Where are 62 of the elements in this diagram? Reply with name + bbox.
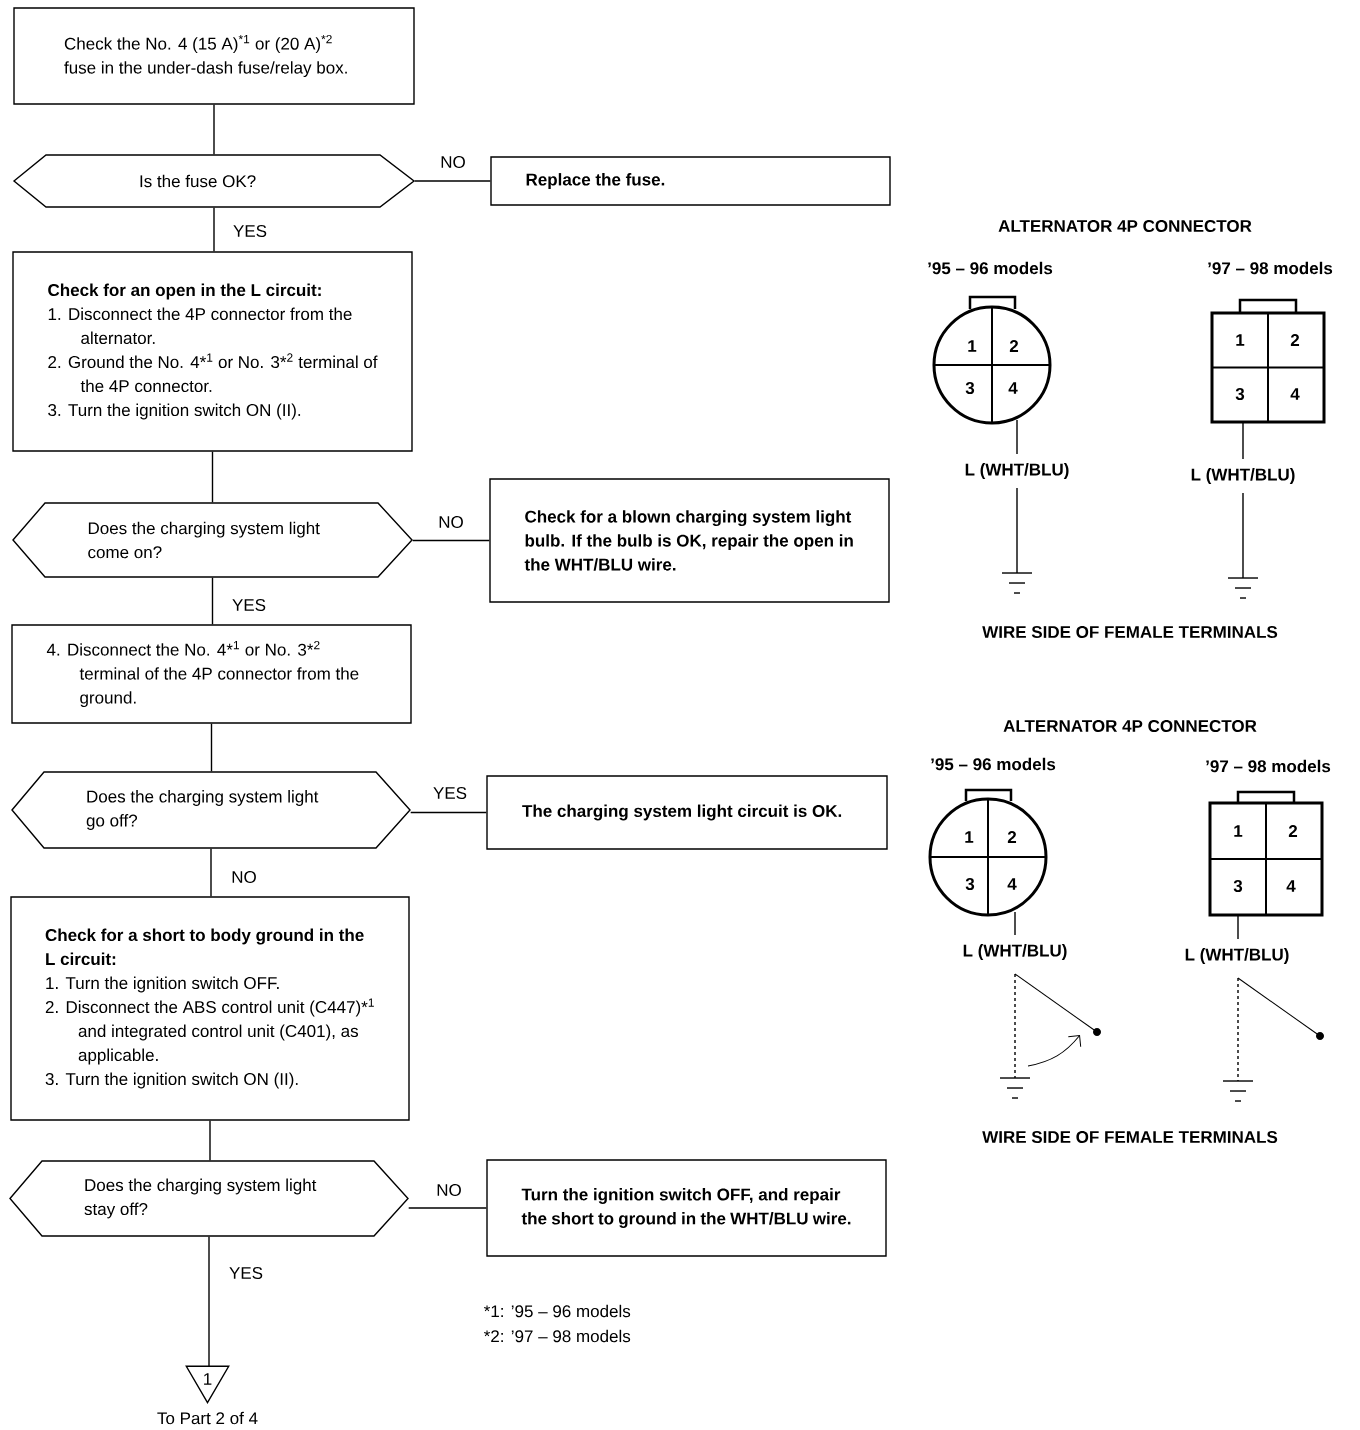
edge-label: NO xyxy=(437,515,465,530)
connector-line xyxy=(211,577,214,625)
connector-title: ALTERNATOR 4P CONNECTOR xyxy=(998,220,1252,233)
process-box: Check for a short to body ground in the L circuit: 1. Turn the ignition switch OFF. 2. Disconnect the ABS control unit (C447)*$^{1}$ and integrated control unit (C401), as applicable. 3. Turn the ignition switch ON (II). xyxy=(10,896,410,1121)
wire-label: L (WHT/BLU) xyxy=(965,463,1069,479)
pin-number: 3 xyxy=(1235,388,1245,401)
pin-number: 1 xyxy=(968,340,977,352)
decision-hexagon: Does the charging system light stay off? xyxy=(9,1160,409,1237)
connector-line xyxy=(211,451,214,503)
pin-number: 4 xyxy=(1008,382,1018,394)
pin-number: 2 xyxy=(1290,334,1300,346)
result-box: The charging system light circuit is OK. xyxy=(486,775,888,850)
result-box: Check for a blown charging system light bulb. If the bulb is OK, repair the open in the WHT/BLU wire. xyxy=(489,478,890,603)
connector-title: ALTERNATOR 4P CONNECTOR xyxy=(1003,720,1257,733)
pin-number: 4 xyxy=(1286,880,1296,892)
pin-number: 3 xyxy=(965,382,975,395)
edge-label: YES xyxy=(232,224,268,239)
edge-label: NO xyxy=(230,870,258,885)
wire-label: L (WHT/BLU) xyxy=(1191,468,1295,484)
wire-label: L (WHT/BLU) xyxy=(1185,948,1289,964)
pin-number: 2 xyxy=(1007,831,1017,843)
decision-hexagon: Does the charging system light go off? xyxy=(11,771,411,849)
edge-label: YES xyxy=(432,786,468,801)
decision-hexagon: Does the charging system light come on? xyxy=(12,502,413,578)
edge-label: YES xyxy=(228,1266,264,1281)
model-label: ’97 – 98 models xyxy=(1206,759,1331,773)
connector-line xyxy=(208,1236,210,1367)
edge-label: YES xyxy=(231,598,267,613)
model-label: ’95 – 96 models xyxy=(928,261,1053,275)
pin-number: 3 xyxy=(965,878,975,891)
node-label: To Part 2 of 4 xyxy=(157,1411,258,1425)
footnote: *1: ’95 – 96 models xyxy=(483,1304,631,1318)
model-label: ’97 – 98 models xyxy=(1208,261,1333,275)
connector-line xyxy=(213,207,215,252)
model-label: ’95 – 96 models xyxy=(931,757,1056,771)
view-caption: WIRE SIDE OF FEMALE TERMINALS xyxy=(982,626,1278,639)
connector-line xyxy=(412,539,490,542)
process-box: Check the No. 4 (15 A)$^{*1}$ or (20 A)$^{*2}$ fuse in the under-dash fuse/relay box. xyxy=(13,7,415,105)
result-box: Turn the ignition switch OFF, and repair the short to ground in the WHT/BLU wire. xyxy=(486,1159,887,1257)
view-caption: WIRE SIDE OF FEMALE TERMINALS xyxy=(982,1131,1278,1144)
process-box: 4. Disconnect the No. 4*$^{1}$ or No. 3*$^{2}$ terminal of the 4P connector from the ground. xyxy=(11,624,412,724)
connector-line xyxy=(408,1207,487,1209)
pin-number: 4 xyxy=(1007,878,1017,890)
process-box: Check for an open in the L circuit: 1. Disconnect the 4P connector from the alternator. 2. Ground the No. 4*$^{1}$ or No. 3*$^{2}$ terminal of the 4P connector. 3. Turn the ignition switch ON (II). xyxy=(12,251,413,452)
pin-number: 3 xyxy=(1233,880,1243,893)
connector-line xyxy=(210,848,212,897)
pin-number: 1 xyxy=(1234,825,1243,837)
connector-line xyxy=(213,104,215,155)
connector-line xyxy=(414,180,491,182)
pin-number: 1 xyxy=(965,831,974,843)
edge-label: NO xyxy=(435,1183,463,1198)
pin-number: 2 xyxy=(1009,340,1019,352)
edge-label: NO xyxy=(439,155,467,170)
pin-number: 2 xyxy=(1288,825,1298,837)
connector-line xyxy=(210,723,213,772)
wire-label: L (WHT/BLU) xyxy=(963,944,1067,960)
connector-line xyxy=(209,1120,211,1161)
footnote: *2: ’97 – 98 models xyxy=(483,1329,631,1343)
pin-number: 1 xyxy=(1236,334,1245,346)
pin-number: 4 xyxy=(1290,388,1300,400)
result-box: Replace the fuse. xyxy=(490,156,891,206)
connector-line xyxy=(410,811,487,814)
